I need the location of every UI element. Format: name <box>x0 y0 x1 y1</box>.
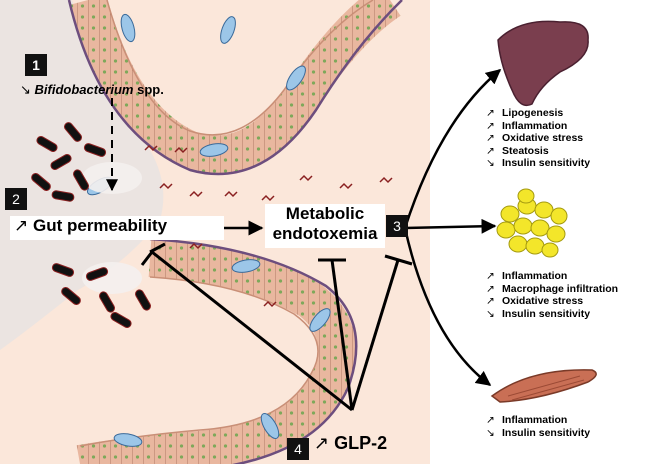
up-arrow-icon: ↗ <box>14 216 29 235</box>
liver-icon <box>497 20 589 107</box>
metabolic-endotoxemia-box: Metabolic endotoxemia <box>265 204 385 248</box>
goblet-cell <box>231 259 261 273</box>
intestinal-wall-lower <box>76 239 356 464</box>
effect-item: ↗Inflammation <box>486 414 568 426</box>
bacteria-cluster-upper <box>31 122 107 202</box>
step-4-badge: 4 <box>287 438 309 460</box>
effect-item: ↗Oxidative stress <box>486 132 584 145</box>
adipose-effects: ↗Inflammation ↗Macrophage infiltration ↗… <box>486 270 618 320</box>
goblet-cell <box>199 143 229 157</box>
permeable-epithelium <box>82 162 142 194</box>
muscle-effects: ↗Inflammation ↘Insulin sensitivity <box>486 414 590 439</box>
effect-item: ↘Insulin sensitivity <box>486 307 591 320</box>
goblet-cell <box>286 65 306 91</box>
effect-item: ↗Macrophage infiltration <box>486 282 619 295</box>
step-3-badge: 3 <box>386 215 408 237</box>
gut-permeability-box: ↗ Gut permeability <box>10 216 224 240</box>
goblet-cell <box>309 308 331 332</box>
bacterium-name: Bifidobacterium <box>34 82 134 97</box>
effect-item: ↘Insulin sensitivity <box>486 426 591 439</box>
glp2-label: ↗ GLP-2 <box>314 433 388 453</box>
up-arrow-icon: ↗ <box>314 433 330 453</box>
adipose-tissue-icon <box>496 188 568 258</box>
goblet-cell <box>260 413 280 439</box>
step-1-label: ↘ Bifidobacterium spp. <box>20 82 164 97</box>
effect-item: ↘Insulin sensitivity <box>486 157 591 170</box>
effect-item: ↗Steatosis <box>486 144 549 157</box>
effect-item: ↗Inflammation <box>486 119 568 132</box>
step-2-badge: 2 <box>5 188 27 210</box>
endotoxemia-label: endotoxemia <box>272 224 378 243</box>
down-arrow-icon: ↘ <box>20 82 31 97</box>
organ-arrows <box>403 69 502 386</box>
glp2-inhibition-lines <box>140 242 413 412</box>
intestinal-wall-upper <box>69 0 401 174</box>
metabolic-label: Metabolic <box>285 204 365 223</box>
liver-effects: ↗Lipogenesis ↗Inflammation ↗Oxidative st… <box>486 107 590 170</box>
step-1-badge: 1 <box>25 54 47 76</box>
gut-permeability-label: Gut permeability <box>32 216 168 235</box>
goblet-cell <box>220 16 236 44</box>
effect-item: ↗Inflammation <box>486 270 568 282</box>
goblet-cell <box>120 13 136 43</box>
effect-item: ↗Lipogenesis <box>486 107 564 119</box>
effect-item: ↗Oxidative stress <box>486 295 584 308</box>
goblet-cell <box>113 433 143 447</box>
bacteria-cluster-lower <box>51 263 151 328</box>
